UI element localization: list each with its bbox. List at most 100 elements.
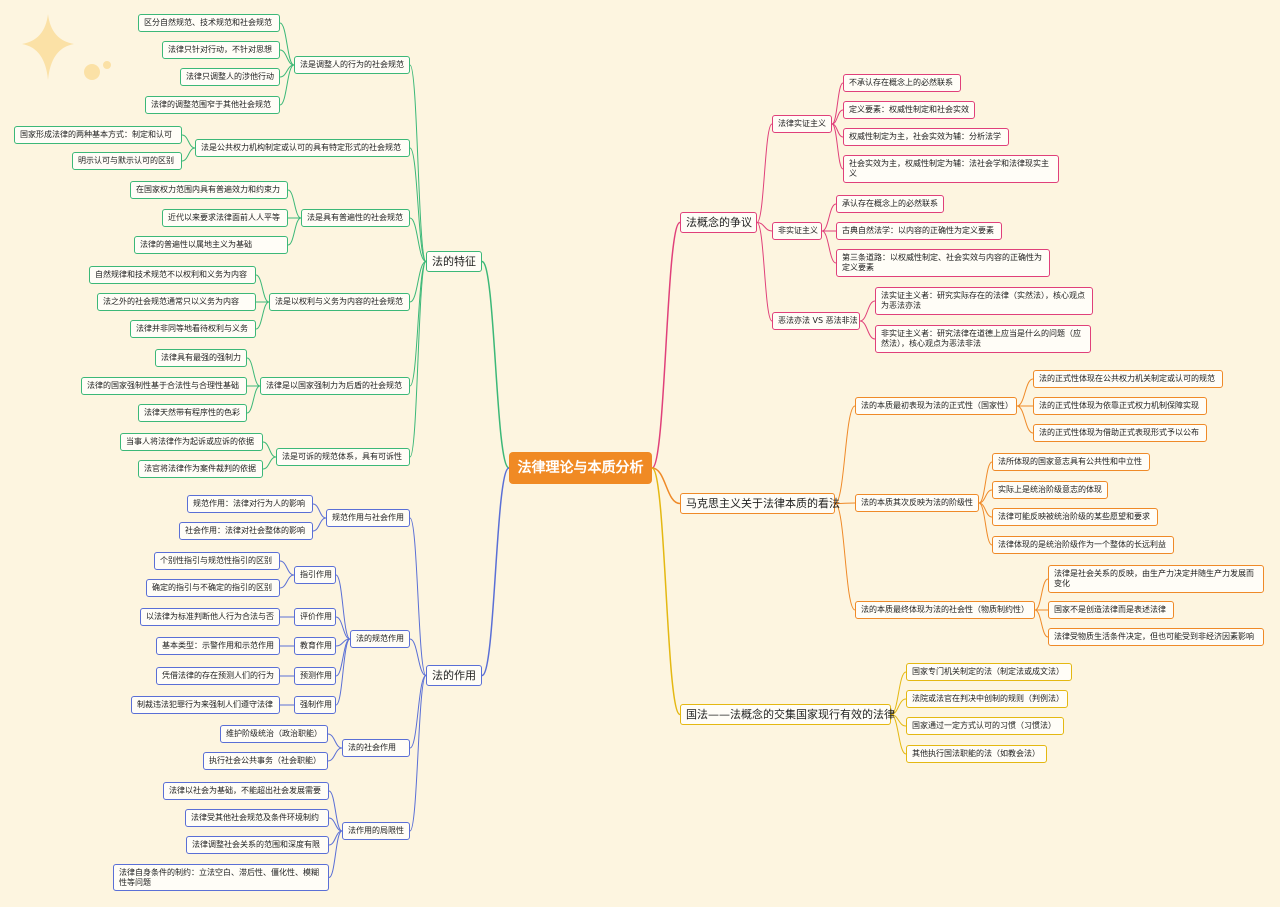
feature-detail[interactable]: 在国家权力范围内具有普遍效力和约束力: [130, 181, 288, 199]
feature-node[interactable]: 法是可诉的规范体系，具有可诉性: [276, 448, 410, 466]
marxist-detail[interactable]: 法的正式性体现在公共权力机关制定或认可的规范: [1033, 370, 1223, 388]
feature-detail[interactable]: 明示认可与默示认可的区别: [72, 152, 182, 170]
dispute-node[interactable]: 恶法亦法 VS 恶法非法: [772, 312, 860, 330]
branch-dispute[interactable]: 法概念的争议: [680, 212, 757, 233]
marxist-detail[interactable]: 实际上是统治阶级意志的体现: [992, 481, 1108, 499]
national-law-detail[interactable]: 其他执行国法职能的法（如教会法）: [906, 745, 1047, 763]
function-detail[interactable]: 执行社会公共事务（社会职能）: [203, 752, 328, 770]
connector-line: [409, 261, 427, 458]
function-detail[interactable]: 以法律为标准判断他人行为合法与否: [140, 608, 280, 626]
feature-detail[interactable]: 法律具有最强的强制力: [155, 349, 247, 367]
connector-line: [312, 517, 327, 532]
connector-line: [327, 747, 343, 762]
feature-node[interactable]: 法是以权利与义务为内容的社会规范: [269, 293, 410, 311]
function-detail[interactable]: 制裁违法犯罪行为来强制人们遵守法律: [131, 696, 280, 714]
dispute-detail[interactable]: 不承认存在概念上的必然联系: [843, 74, 961, 92]
branch-national-law[interactable]: 国法——法概念的交集国家现行有效的法律: [680, 704, 895, 725]
marxist-detail[interactable]: 国家不是创造法律而是表述法律: [1048, 601, 1174, 619]
connector-line: [978, 502, 993, 546]
national-law-detail[interactable]: 国家专门机关制定的法（制定法或成文法）: [906, 663, 1072, 681]
connector-line: [181, 134, 196, 149]
function-detail[interactable]: 规范作用：法律对行为人的影响: [187, 495, 313, 513]
feature-detail[interactable]: 法之外的社会规范通常只以义务为内容: [97, 293, 256, 311]
function-detail[interactable]: 法律调整社会关系的范围和深度有限: [186, 836, 329, 854]
function-detail[interactable]: 基本类型：示警作用和示范作用: [156, 637, 280, 655]
dispute-detail[interactable]: 权威性制定为主，社会实效为辅：分析法学: [843, 128, 1009, 146]
function-node[interactable]: 法的规范作用: [350, 630, 410, 648]
feature-node[interactable]: 法律是以国家强制力为后盾的社会规范: [260, 377, 410, 395]
function-detail[interactable]: 个别性指引与规范性指引的区别: [154, 552, 280, 570]
connector-line: [831, 123, 844, 170]
marxist-detail[interactable]: 法律体现的是统治阶级作为一个整体的长远利益: [992, 536, 1174, 554]
marxist-detail[interactable]: 法律是社会关系的反映，由生产力决定并随生产力发展而变化: [1048, 565, 1264, 593]
feature-detail[interactable]: 法律的调整范围窄于其他社会规范: [145, 96, 280, 114]
marxist-detail[interactable]: 法的正式性体现为依靠正式权力机制保障实现: [1033, 397, 1207, 415]
feature-node[interactable]: 法是公共权力机构制定或认可的具有特定形式的社会规范: [195, 139, 410, 157]
feature-detail[interactable]: 法律只针对行动，不针对思想: [162, 41, 280, 59]
dispute-node[interactable]: 非实证主义: [772, 222, 822, 240]
connector-line: [335, 574, 351, 640]
marxist-detail[interactable]: 法律受物质生活条件决定，但也可能受到非经济因素影响: [1048, 628, 1264, 646]
feature-detail[interactable]: 法官将法律作为案件裁判的依据: [138, 460, 263, 478]
function-subgroup[interactable]: 指引作用: [294, 566, 336, 584]
dispute-detail[interactable]: 非实证主义者：研究法律在道德上应当是什么的问题（应然法），核心观点为恶法非法: [875, 325, 1091, 353]
dispute-detail[interactable]: 定义要素：权威性制定和社会实效: [843, 101, 975, 119]
dispute-node[interactable]: 法律实证主义: [772, 115, 832, 133]
function-detail[interactable]: 法律以社会为基础，不能超出社会发展需要: [163, 782, 329, 800]
connector-line: [651, 467, 681, 716]
feature-detail[interactable]: 自然规律和技术规范不以权利和义务为内容: [89, 266, 256, 284]
dispute-detail[interactable]: 第三条道路：以权威性制定、社会实效与内容的正确性为定义要素: [836, 249, 1050, 277]
function-subgroup[interactable]: 强制作用: [294, 696, 336, 714]
function-detail[interactable]: 维护阶级统治（政治职能）: [220, 725, 328, 743]
feature-node[interactable]: 法是具有普遍性的社会规范: [301, 209, 410, 227]
function-detail[interactable]: 法律受其他社会规范及条件环境制约: [185, 809, 329, 827]
feature-detail[interactable]: 近代以来要求法律面前人人平等: [162, 209, 288, 227]
function-node[interactable]: 规范作用与社会作用: [326, 509, 410, 527]
root-topic[interactable]: 法律理论与本质分析: [509, 452, 652, 484]
feature-detail[interactable]: 区分自然规范、技术规范和社会规范: [138, 14, 280, 32]
feature-detail[interactable]: 法律并非同等地看待权利与义务: [130, 320, 256, 338]
national-law-detail[interactable]: 法院或法官在判决中创制的规则（判例法）: [906, 690, 1068, 708]
function-node[interactable]: 法的社会作用: [342, 739, 410, 757]
function-detail[interactable]: 凭借法律的存在预测人们的行为: [156, 667, 280, 685]
dispute-detail[interactable]: 承认存在概念上的必然联系: [836, 195, 944, 213]
branch-functions[interactable]: 法的作用: [426, 665, 482, 686]
connector-line: [409, 638, 427, 676]
function-subgroup[interactable]: 教育作用: [294, 637, 336, 655]
feature-detail[interactable]: 国家形成法律的两种基本方式：制定和认可: [14, 126, 182, 144]
feature-detail[interactable]: 当事人将法律作为起诉或应诉的依据: [120, 433, 263, 451]
connector-line: [831, 109, 844, 125]
connector-line: [279, 49, 295, 66]
function-detail[interactable]: 确定的指引与不确定的指引的区别: [146, 579, 280, 597]
connector-line: [834, 503, 856, 611]
connector-line: [328, 817, 343, 832]
connector-line: [409, 517, 427, 676]
feature-detail[interactable]: 法律的国家强制性基于合法性与合理性基础: [81, 377, 247, 395]
marxist-node[interactable]: 法的本质其次反映为法的阶级性: [855, 494, 979, 512]
dispute-detail[interactable]: 法实证主义者：研究实际存在的法律（实然法），核心观点为恶法亦法: [875, 287, 1093, 315]
feature-detail[interactable]: 法律只调整人的涉他行动: [180, 68, 280, 86]
branch-marxist[interactable]: 马克思主义关于法律本质的看法: [680, 493, 840, 514]
function-subgroup[interactable]: 预测作用: [294, 667, 336, 685]
function-node[interactable]: 法作用的局限性: [342, 822, 410, 840]
feature-node[interactable]: 法是调整人的行为的社会规范: [294, 56, 410, 74]
connector-line: [335, 616, 351, 640]
national-law-detail[interactable]: 国家通过一定方式认可的习惯（习惯法）: [906, 717, 1064, 735]
marxist-node[interactable]: 法的本质最终体现为法的社会性（物质制约性）: [855, 601, 1035, 619]
marxist-detail[interactable]: 法的正式性体现为借助正式表现形式予以公布: [1033, 424, 1207, 442]
marxist-detail[interactable]: 法所体现的国家意志具有公共性和中立性: [992, 453, 1150, 471]
connector-line: [834, 502, 856, 504]
marxist-node[interactable]: 法的本质最初表现为法的正式性（国家性）: [855, 397, 1017, 415]
connector-line: [262, 456, 277, 470]
function-detail[interactable]: 法律自身条件的制约：立法空白、滞后性、僵化性、模糊性等问题: [113, 864, 329, 891]
feature-detail[interactable]: 法律天然带有程序性的色彩: [138, 404, 247, 422]
function-subgroup[interactable]: 评价作用: [294, 608, 336, 626]
branch-features[interactable]: 法的特征: [426, 251, 482, 272]
function-detail[interactable]: 社会作用：法律对社会整体的影响: [179, 522, 313, 540]
feature-detail[interactable]: 法律的普遍性以属地主义为基础: [134, 236, 288, 254]
dispute-detail[interactable]: 社会实效为主，权威性制定为辅：法社会学和法律现实主义: [843, 155, 1059, 183]
marxist-detail[interactable]: 法律可能反映被统治阶级的某些愿望和要求: [992, 508, 1158, 526]
dispute-detail[interactable]: 古典自然法学：以内容的正确性为定义要素: [836, 222, 1002, 240]
